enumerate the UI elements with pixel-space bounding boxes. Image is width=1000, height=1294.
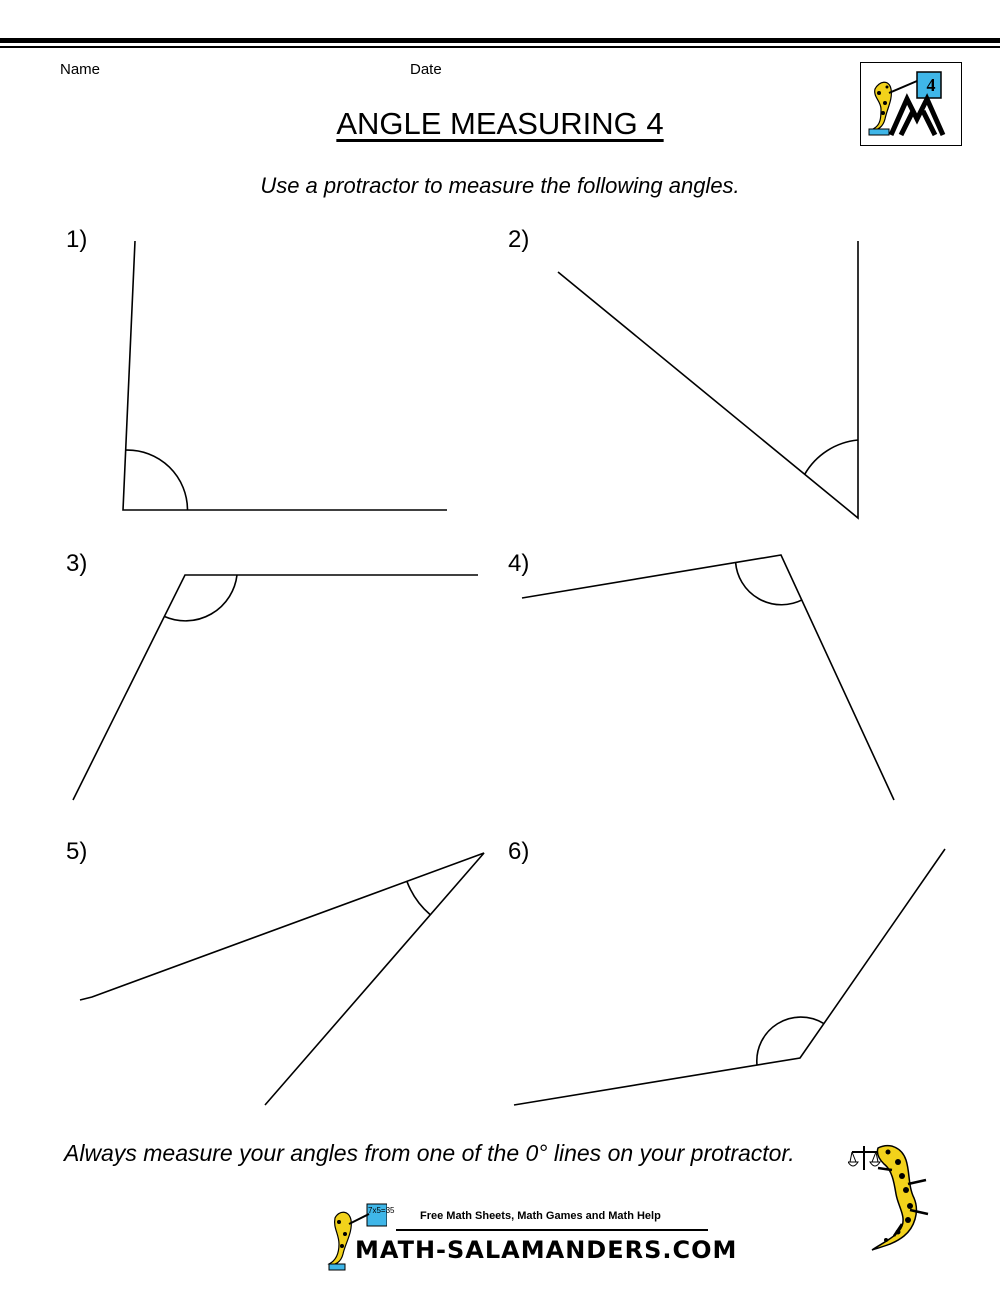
page-title: ANGLE MEASURING 4 bbox=[336, 106, 664, 141]
footer-tagline-rule bbox=[396, 1229, 708, 1231]
top-rule-thick bbox=[0, 38, 1000, 43]
grade-badge: 4 bbox=[926, 75, 936, 95]
question-1-label: 1) bbox=[66, 226, 88, 253]
name-label: Name bbox=[60, 61, 101, 78]
salamander-scales-icon bbox=[848, 1144, 929, 1251]
footer-logo-salamander-icon bbox=[327, 1203, 387, 1271]
question-3-label: 3) bbox=[66, 550, 88, 577]
angle-6 bbox=[513, 848, 946, 1106]
question-6-label: 6) bbox=[508, 838, 530, 865]
footer-tagline: Free Math Sheets, Math Games and Math He… bbox=[420, 1210, 661, 1222]
question-5-label: 5) bbox=[66, 838, 88, 865]
angle-1 bbox=[122, 240, 447, 511]
grade-logo-icon bbox=[868, 71, 946, 137]
angle-3 bbox=[72, 574, 478, 801]
angle-4 bbox=[521, 554, 895, 801]
instructions: Use a protractor to measure the followin… bbox=[260, 173, 740, 198]
footer-brand: MATH-SALAMANDERS.COM bbox=[355, 1236, 738, 1264]
top-rule-thin bbox=[0, 46, 1000, 48]
question-2-label: 2) bbox=[508, 226, 530, 253]
footer-logo-sign: 7x5=35 bbox=[368, 1206, 395, 1215]
angle-5 bbox=[79, 852, 485, 1106]
question-4-label: 4) bbox=[508, 550, 530, 577]
angle-2 bbox=[557, 241, 859, 520]
footer-note: Always measure your angles from one of t… bbox=[64, 1140, 795, 1166]
date-label: Date bbox=[410, 61, 442, 78]
grade-logo: 4 bbox=[860, 62, 962, 146]
